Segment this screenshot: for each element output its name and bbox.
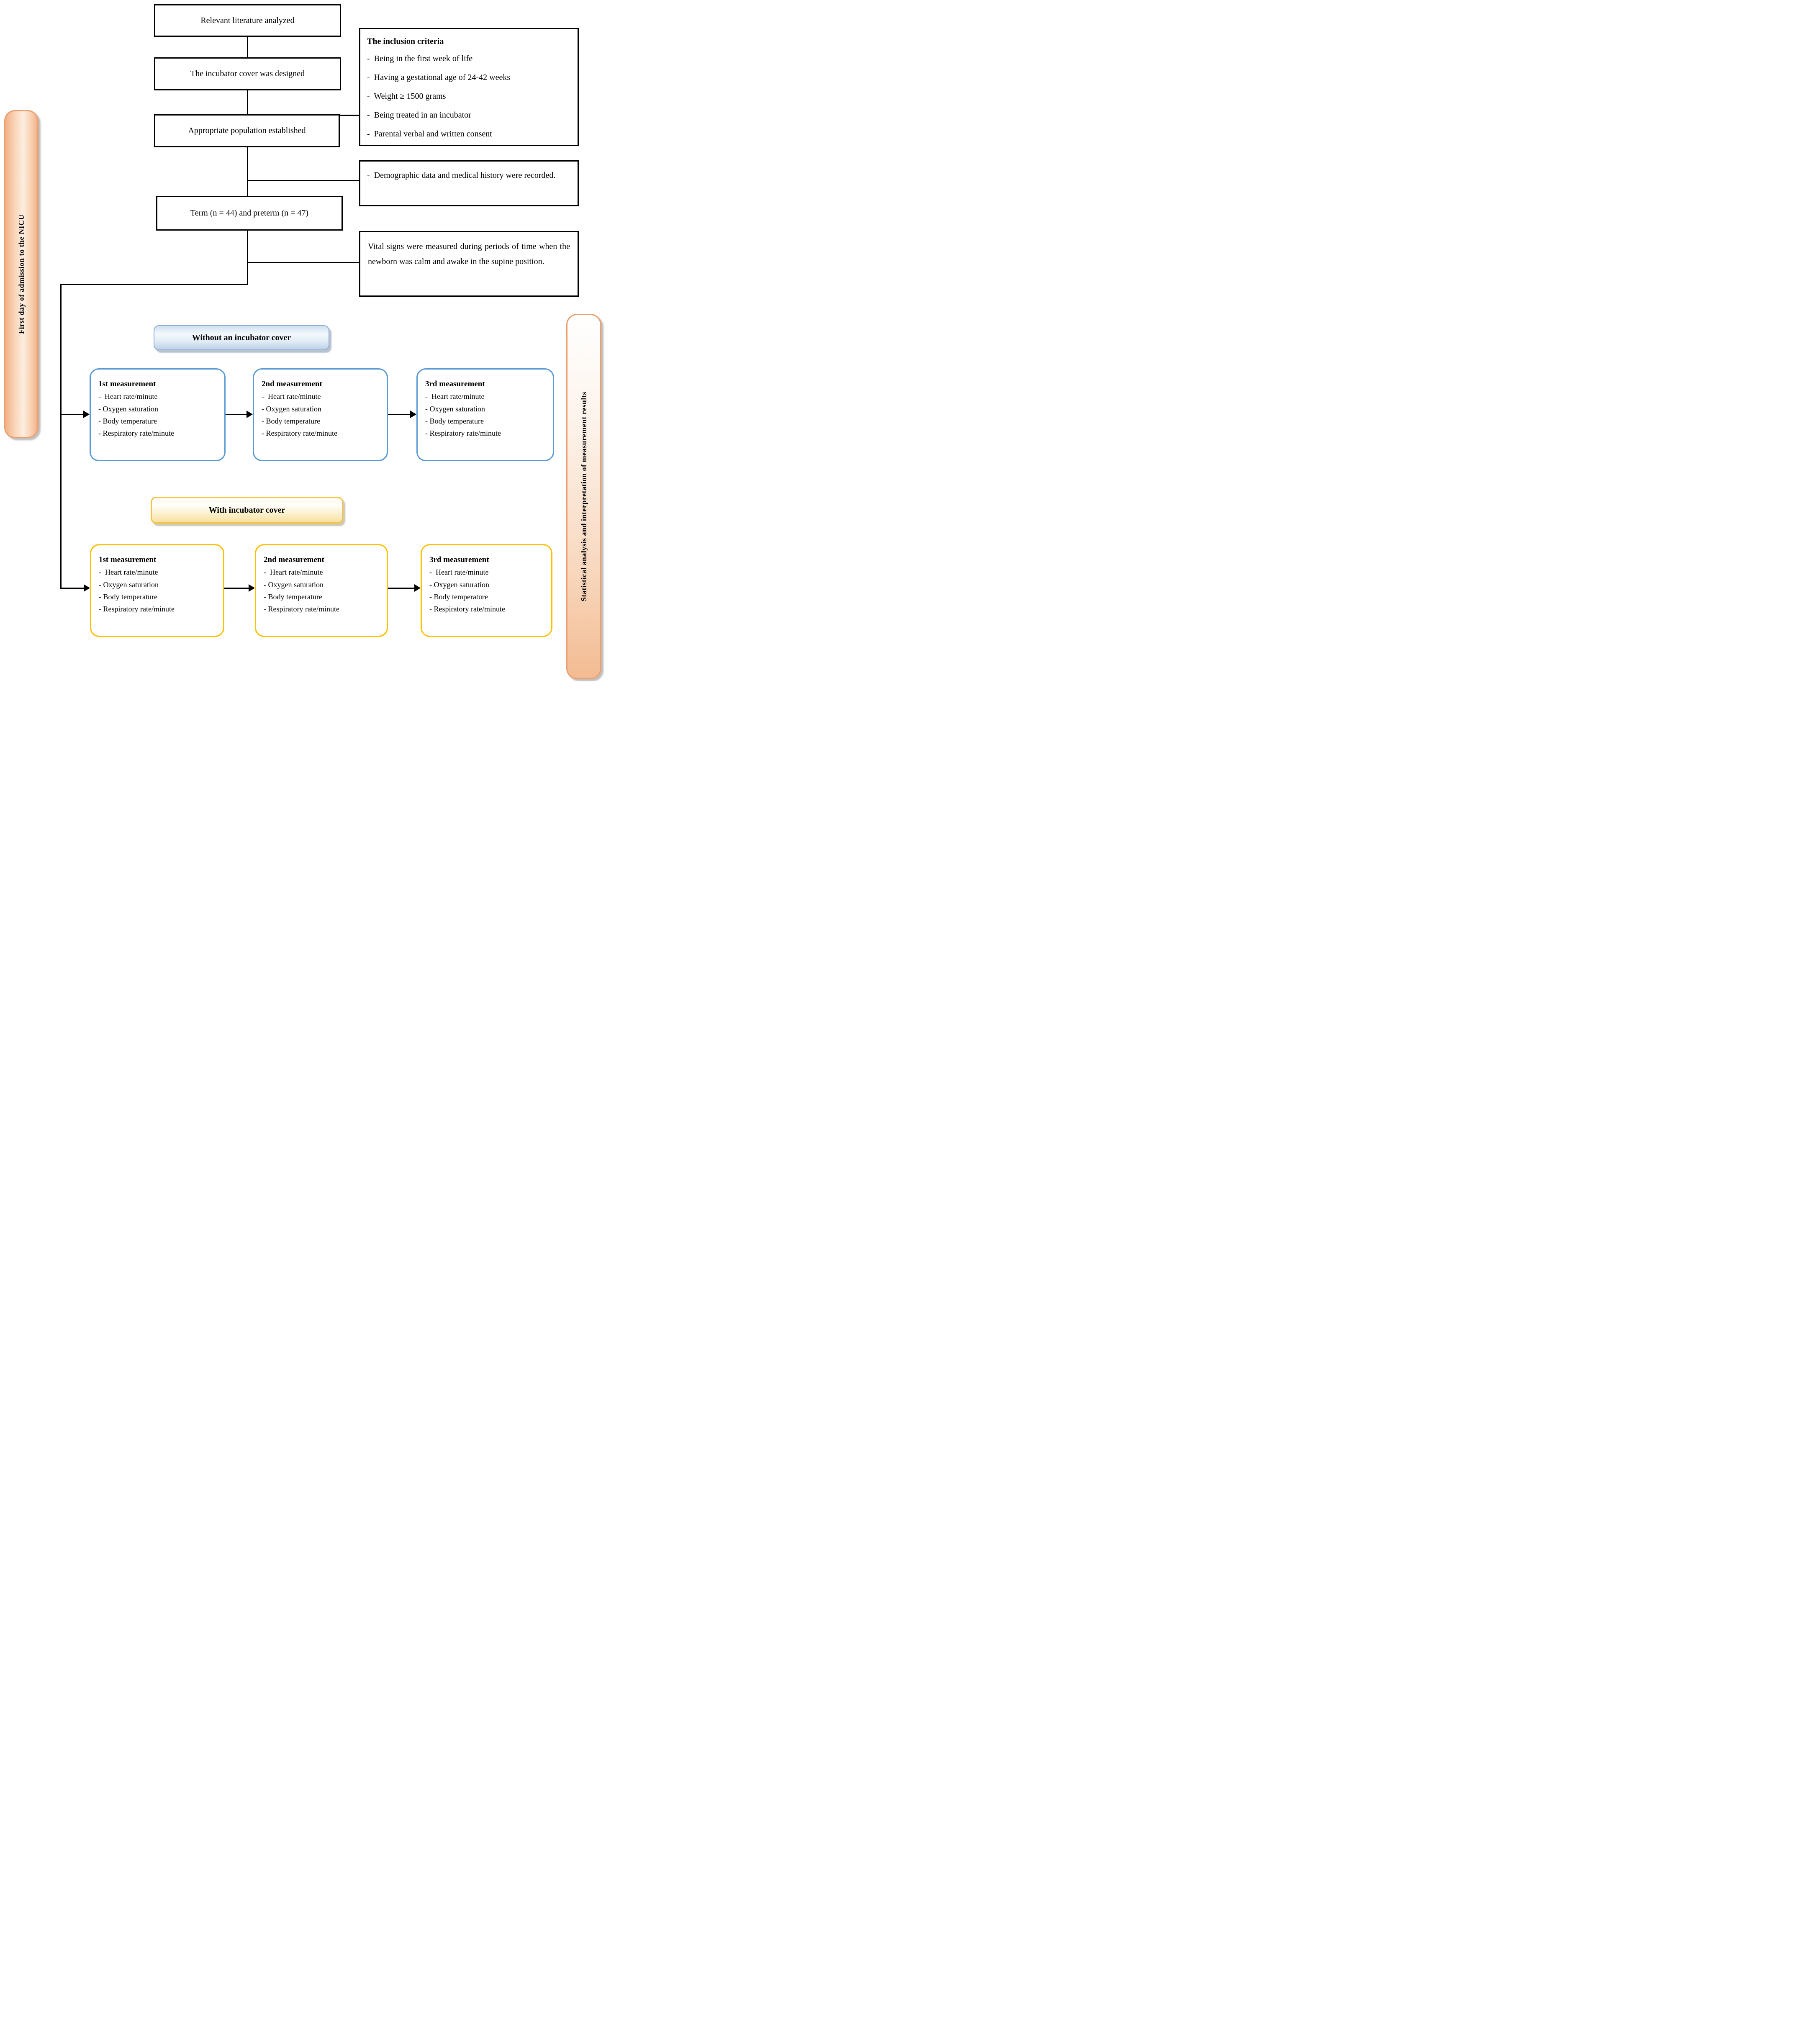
measurement-title: 1st measurement: [99, 555, 157, 564]
box-cover-designed-label: The incubator cover was designed: [190, 69, 305, 78]
box-term-preterm-label: Term (n = 44) and preterm (n = 47): [190, 208, 309, 218]
phase-label-with-cover-text: With incubator cover: [208, 505, 285, 515]
measurement-box-with-1: 1st measurement - Heart rate/minute - Ox…: [90, 544, 224, 637]
measurement-title: 3rd measurement: [429, 555, 489, 564]
arrowhead-with-1-to-2: [249, 584, 255, 592]
inclusion-item: - Weight ≥ 1500 grams: [367, 92, 446, 101]
inclusion-title: The inclusion criteria: [367, 37, 444, 46]
connector-left-trunk: [60, 284, 62, 589]
measurement-item: - Heart rate/minute: [99, 568, 158, 577]
measurement-item: - Heart rate/minute: [264, 568, 323, 577]
arrowhead-into-without-1: [83, 411, 90, 418]
phase-label-without-cover-text: Without an incubator cover: [192, 333, 291, 342]
arrowhead-with-2-to-3: [414, 584, 421, 592]
connector-without-1-to-2: [226, 414, 247, 415]
measurement-title: 2nd measurement: [262, 380, 322, 388]
measurement-box-without-3: 3rd measurement - Heart rate/minute - Ox…: [416, 368, 554, 461]
inclusion-item: - Being treated in an incubator: [367, 110, 471, 120]
box-literature: Relevant literature analyzed: [154, 4, 341, 37]
connector-with-1-to-2: [224, 588, 249, 589]
flowchart-canvas: First day of admission to the NICU Stati…: [0, 0, 606, 681]
measurement-item: - Oxygen saturation: [99, 580, 159, 589]
measurement-item: - Respiratory rate/minute: [98, 429, 174, 437]
arrowhead-without-1-to-2: [247, 411, 253, 418]
note-vital-signs: Vital signs were measured during periods…: [359, 231, 579, 297]
measurement-item: - Heart rate/minute: [262, 392, 321, 401]
measurement-item: - Heart rate/minute: [429, 568, 489, 577]
note-inclusion-criteria: The inclusion criteria - Being in the fi…: [359, 28, 579, 146]
measurement-item: - Oxygen saturation: [98, 404, 158, 413]
measurement-item: - Body temperature: [429, 592, 488, 601]
connector-without-2-to-3: [388, 414, 411, 415]
connector-into-without-1: [60, 414, 84, 415]
connector-branch-vital-signs: [247, 262, 359, 263]
arrowhead-without-2-to-3: [410, 411, 416, 418]
measurement-box-with-2: 2nd measurement - Heart rate/minute - Ox…: [255, 544, 388, 637]
box-population: Appropriate population established: [154, 114, 340, 147]
box-literature-label: Relevant literature analyzed: [200, 15, 295, 25]
measurement-box-with-3: 3rd measurement - Heart rate/minute - Ox…: [421, 544, 552, 637]
measurement-item: - Heart rate/minute: [98, 392, 158, 401]
measurement-item: - Body temperature: [264, 592, 322, 601]
phase-label-without-cover: Without an incubator cover: [154, 325, 329, 350]
note-demographic: - Demographic data and medical history w…: [359, 160, 579, 206]
connector-into-with-1: [60, 588, 84, 589]
phase-bar-first-day-label: First day of admission to the NICU: [17, 214, 26, 334]
measurement-item: - Body temperature: [99, 592, 157, 601]
measurement-item: - Respiratory rate/minute: [425, 429, 501, 437]
measurement-box-without-2: 2nd measurement - Heart rate/minute - Ox…: [253, 368, 388, 461]
phase-bar-first-day: First day of admission to the NICU: [4, 110, 39, 438]
measurement-item: - Body temperature: [98, 416, 157, 425]
connector-literature-to-cover: [247, 37, 248, 57]
measurement-item: - Respiratory rate/minute: [99, 604, 175, 613]
measurement-item: - Respiratory rate/minute: [429, 604, 505, 613]
connector-branch-demographic: [247, 180, 359, 181]
phase-label-with-cover: With incubator cover: [151, 497, 343, 524]
connector-population-to-term: [247, 147, 248, 196]
box-term-preterm: Term (n = 44) and preterm (n = 47): [156, 196, 343, 231]
phase-bar-statistical-analysis: Statistical analysis and interpretation …: [566, 314, 601, 679]
connector-cover-to-population: [247, 90, 248, 114]
measurement-title: 3rd measurement: [425, 380, 485, 388]
measurement-item: - Oxygen saturation: [425, 404, 485, 413]
connector-population-to-inclusion: [340, 115, 359, 116]
measurement-item: - Body temperature: [425, 416, 484, 425]
measurement-title: 1st measurement: [98, 380, 156, 388]
inclusion-item: - Having a gestational age of 24-42 week…: [367, 73, 511, 82]
phase-bar-statistical-analysis-label: Statistical analysis and interpretation …: [579, 392, 588, 601]
box-population-label: Appropriate population established: [188, 126, 306, 135]
measurement-title: 2nd measurement: [264, 555, 324, 564]
note-demographic-text: - Demographic data and medical history w…: [367, 171, 556, 180]
measurement-item: - Respiratory rate/minute: [262, 429, 337, 437]
measurement-item: - Oxygen saturation: [429, 580, 489, 589]
connector-term-down: [247, 231, 248, 285]
connector-with-2-to-3: [388, 588, 415, 589]
measurement-box-without-1: 1st measurement - Heart rate/minute - Ox…: [90, 368, 226, 461]
note-vital-signs-text: Vital signs were measured during periods…: [368, 242, 570, 266]
measurement-item: - Oxygen saturation: [262, 404, 321, 413]
connector-branch-left: [60, 284, 248, 285]
arrowhead-into-with-1: [84, 584, 90, 592]
inclusion-item: - Being in the first week of life: [367, 54, 473, 63]
measurement-item: - Heart rate/minute: [425, 392, 485, 401]
box-cover-designed: The incubator cover was designed: [154, 57, 341, 90]
measurement-item: - Respiratory rate/minute: [264, 604, 339, 613]
measurement-item: - Body temperature: [262, 416, 320, 425]
inclusion-item: - Parental verbal and written consent: [367, 129, 492, 139]
measurement-item: - Oxygen saturation: [264, 580, 324, 589]
